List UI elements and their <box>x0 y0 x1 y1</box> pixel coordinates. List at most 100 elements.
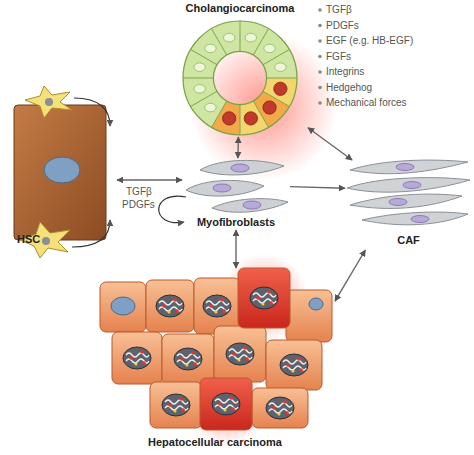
hepatocyte-tumor-cells-part-part <box>266 340 322 390</box>
hepatocyte-tumor-cells-part <box>309 298 323 310</box>
node-heading: Myofibroblasts <box>182 216 290 229</box>
caf-cells-part <box>347 178 470 193</box>
signal-label: TGFβ <box>126 186 152 198</box>
signal-label: Mechanical forces <box>326 97 407 109</box>
list-bullet-part <box>318 70 322 74</box>
node-heading: CAF <box>345 234 472 247</box>
bile-duct-gland-part <box>223 82 288 125</box>
list-bullet-part <box>318 86 322 90</box>
myofibroblast-cells-part <box>200 160 284 175</box>
hepatocyte-tumor-cells-part-part <box>252 388 308 428</box>
bile-duct-gland-part-part <box>264 44 275 53</box>
bile-duct-gland-part <box>213 51 266 104</box>
bile-duct-gland-part <box>183 21 297 135</box>
bile-duct-gland-part-part <box>205 44 216 53</box>
hepatocyte-tumor-cells <box>100 254 332 445</box>
bile-duct-gland-part-part <box>183 78 213 79</box>
hepatocyte-tumor-cells-part-part <box>286 290 332 342</box>
hepatocyte-tumor-cells-part <box>100 268 332 430</box>
bile-duct-gland-part <box>190 32 338 180</box>
hepatocyte-tumor-cells-part <box>156 295 184 317</box>
node-heading: Cholangiocarcinoma <box>172 2 308 15</box>
node-heading: HSC <box>17 233 40 246</box>
bile-duct-gland-part-part <box>244 112 257 125</box>
list-bullet-part <box>318 101 322 105</box>
hepatocyte-tumor-cells-part <box>250 287 278 309</box>
hepatocyte-tumor-cells-part-part <box>200 378 252 430</box>
signal-label: PDGFs <box>326 20 359 32</box>
hepatocyte-tumor-cells-part <box>123 347 151 369</box>
hepatocyte-tumor-cells-part-part <box>146 280 194 332</box>
hepatocyte-tumor-cells-part-part <box>112 332 162 384</box>
hepatocyte-tumor-cells-part-part <box>100 282 146 332</box>
myofibroblast-cells-part <box>231 164 249 172</box>
bile-duct-gland-part-part <box>267 78 297 79</box>
hepatic-stellate-cell-part <box>74 98 110 126</box>
hepatocyte-tumor-cells-part-part <box>214 326 266 382</box>
interaction-arrow <box>335 250 365 301</box>
signal-label: EGF (e.g. HB-EGF) <box>326 35 413 47</box>
bile-duct-gland-part <box>183 21 297 135</box>
hepatocyte-tumor-cells-part-part <box>162 334 214 384</box>
hepatic-stellate-cell-part <box>44 157 80 183</box>
list-bullet <box>318 8 322 105</box>
hepatic-stellate-cell-part <box>25 86 72 118</box>
interaction-arrow <box>117 179 182 180</box>
hepatic-stellate-cell <box>14 86 110 258</box>
interaction-arrow <box>235 230 236 268</box>
signal-label: PDGFs <box>122 199 155 211</box>
caf-cells-part <box>403 182 421 189</box>
hepatic-stellate-cell-part <box>14 105 106 240</box>
myofibroblast-cells-part <box>243 201 261 209</box>
myofibroblast-cells-part <box>212 199 288 213</box>
list-bullet-part <box>318 8 322 12</box>
bile-duct-gland <box>183 21 338 181</box>
hepatocyte-tumor-cells-part <box>280 354 308 376</box>
list-bullet-part <box>318 24 322 28</box>
signal-label: Hedgehog <box>326 82 372 94</box>
myofibroblast-cells <box>186 160 288 212</box>
interaction-arrow <box>290 187 345 189</box>
caf-cells-part <box>362 212 468 225</box>
cell-group: Cholangiocarcinoma <box>172 0 308 137</box>
caf-cells-part <box>411 216 429 223</box>
bile-duct-gland-part-part <box>275 63 286 72</box>
hepatocyte-tumor-cells-part <box>226 343 254 365</box>
bile-duct-gland-part-part <box>194 63 205 72</box>
cell-group: Myofibroblasts <box>182 158 290 230</box>
caf-cells <box>347 160 470 225</box>
bile-duct-gland-part-part <box>274 82 287 95</box>
bile-duct-gland-part-part <box>263 101 276 114</box>
bile-duct-gland-part-part <box>240 105 241 135</box>
bile-duct-gland-part-part <box>205 103 216 112</box>
cell-group: Hepatocellular carcinoma <box>95 268 335 453</box>
node-heading: Hepatocellular carcinoma <box>95 436 335 449</box>
caf-cells-part <box>389 199 407 206</box>
bile-duct-gland-part-part <box>223 33 234 42</box>
list-bullet-part <box>318 39 322 43</box>
bile-duct-gland-part-part <box>240 21 241 51</box>
signal-label: FGFs <box>326 51 351 63</box>
hepatic-stellate-cell-part <box>72 220 110 247</box>
hepatocyte-tumor-cells-part-part <box>238 268 290 328</box>
hepatocyte-tumor-cells-part <box>162 394 190 416</box>
hepatocyte-tumor-cells-part <box>266 397 294 419</box>
interaction-arrow <box>308 128 352 160</box>
hepatic-stellate-cell-part <box>45 98 53 106</box>
signal-label: Integrins <box>326 66 364 78</box>
hepatocyte-tumor-cells-part <box>111 297 135 315</box>
interaction-arrow <box>237 137 239 158</box>
bile-duct-gland-part <box>194 33 286 111</box>
bile-duct-gland-part-part <box>245 33 256 42</box>
caf-cells-part <box>350 194 462 208</box>
hepatocyte-tumor-cells-part-part <box>150 382 202 428</box>
hepatocyte-tumor-cells-part <box>203 295 231 317</box>
list-bullet-part <box>318 55 322 59</box>
caf-cells-part <box>396 164 414 171</box>
bile-duct-gland-part-part <box>223 112 236 125</box>
caf-cells-part <box>350 160 468 174</box>
hepatic-stellate-cell-part <box>42 237 50 245</box>
autocrine-loop <box>159 196 186 223</box>
